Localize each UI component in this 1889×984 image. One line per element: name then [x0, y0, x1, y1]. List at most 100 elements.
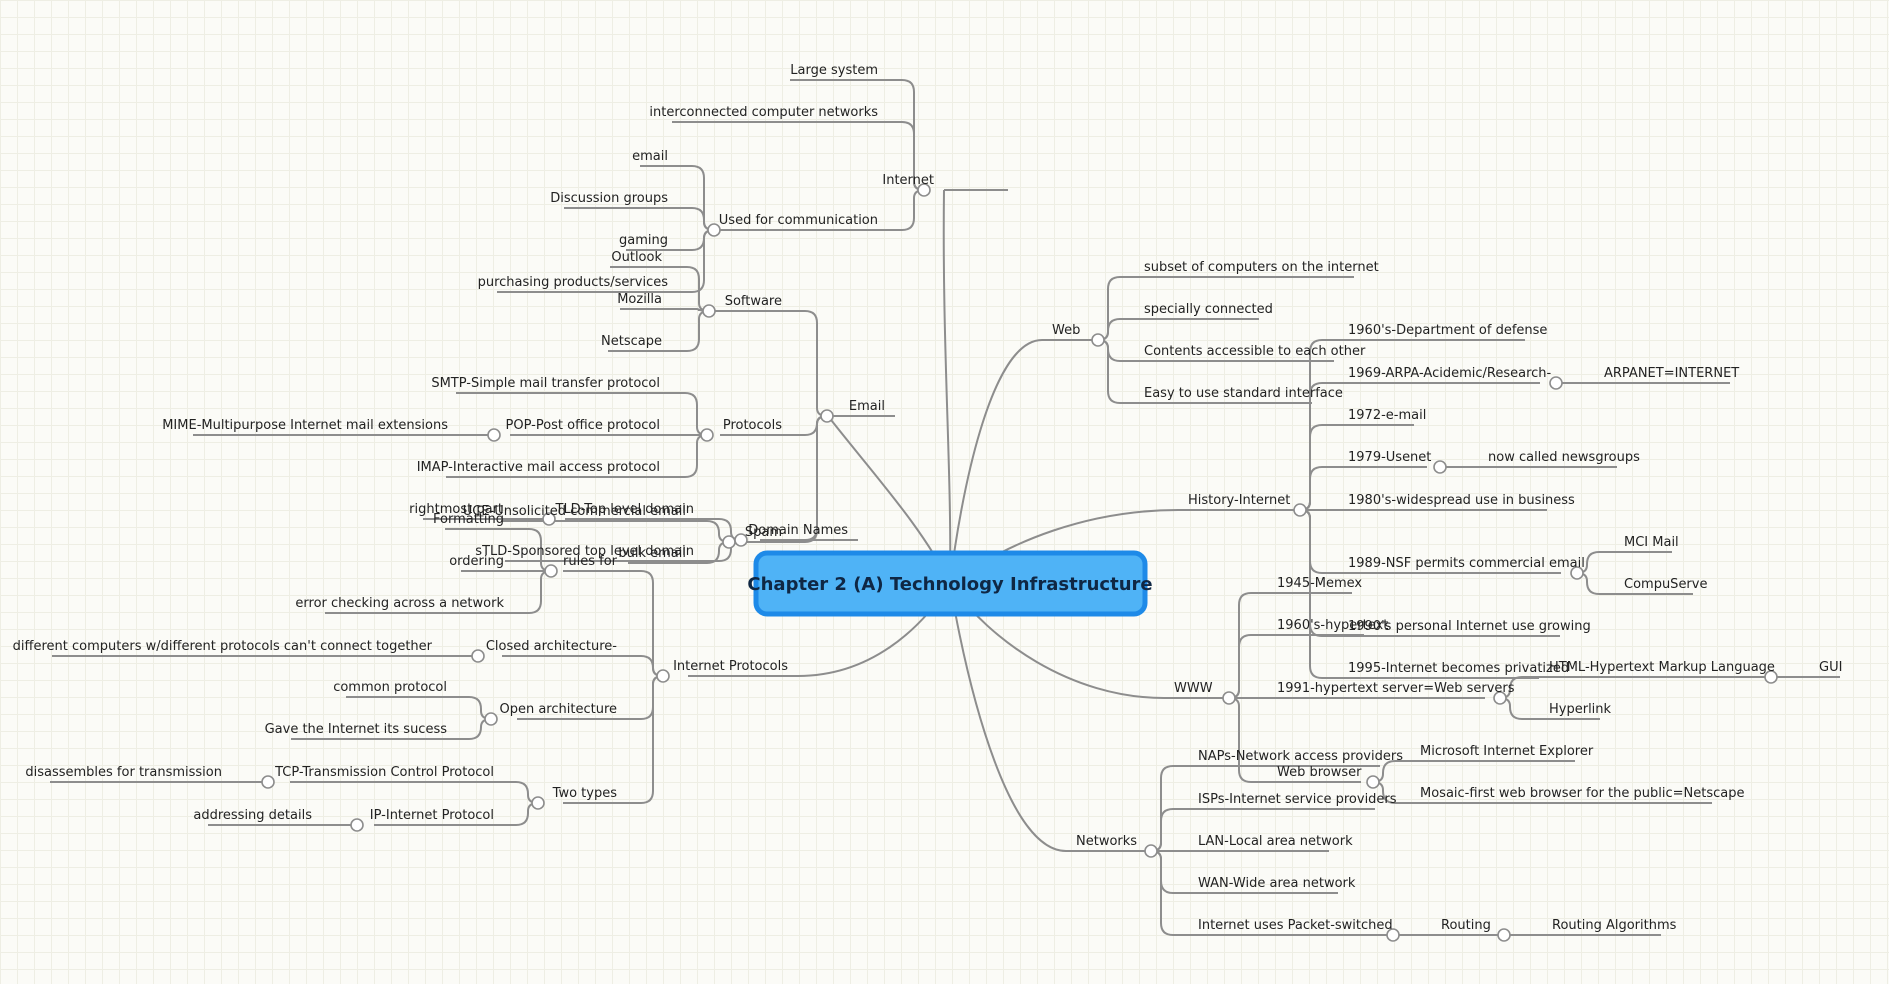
toggle-ip[interactable] [350, 818, 364, 832]
topic-mosaic[interactable]: Mosaic-first web browser for the public=… [1420, 786, 1745, 801]
topic-rightmost_part[interactable]: rightmost part [409, 502, 503, 517]
central-topic[interactable]: Chapter 2 (A) Technology Infrastructure [747, 550, 1153, 617]
topic-common_protocol[interactable]: common protocol [333, 680, 447, 695]
topic-h1969[interactable]: 1969-ARPA-Acidemic/Research- [1348, 366, 1552, 381]
topic-open_arch[interactable]: Open architecture [499, 702, 617, 717]
topic-mci_mail[interactable]: MCI Mail [1624, 535, 1679, 550]
toggle-packet_switched[interactable] [1386, 928, 1400, 942]
topic-www[interactable]: WWW [1174, 681, 1213, 696]
topic-smtp[interactable]: SMTP-Simple mail transfer protocol [431, 376, 660, 391]
topic-arpanet[interactable]: ARPANET=INTERNET [1604, 366, 1739, 381]
topic-mime[interactable]: MIME-Multipurpose Internet mail extensio… [162, 418, 448, 433]
topic-networks[interactable]: Networks [1076, 834, 1137, 849]
topic-error_checking[interactable]: error checking across a network [295, 596, 504, 611]
topic-gui[interactable]: GUI [1819, 660, 1842, 675]
topic-subset[interactable]: subset of computers on the internet [1144, 260, 1379, 275]
topic-different_computers[interactable]: different computers w/different protocol… [13, 639, 433, 654]
toggle-h1979[interactable] [1433, 460, 1447, 474]
topic-compuserve[interactable]: CompuServe [1624, 577, 1707, 592]
topic-large_system[interactable]: Large system [790, 63, 878, 78]
topic-routing[interactable]: Routing [1441, 918, 1491, 933]
topic-gave_success[interactable]: Gave the Internet its sucess [265, 722, 448, 737]
toggle-rules_for[interactable] [544, 564, 558, 578]
toggle-history_internet[interactable] [1293, 503, 1307, 517]
toggle-routing[interactable] [1497, 928, 1511, 942]
topic-specially_connected[interactable]: specially connected [1144, 302, 1273, 317]
topic-ie[interactable]: Microsoft Internet Explorer [1420, 744, 1594, 759]
toggle-email[interactable] [820, 409, 834, 423]
toggle-hypertext1991[interactable] [1493, 691, 1507, 705]
topic-outlook[interactable]: Outlook [611, 250, 662, 265]
topic-domain_names[interactable]: Domain Names [748, 523, 848, 538]
topic-easy_interface[interactable]: Easy to use standard interface [1144, 386, 1343, 401]
topic-html[interactable]: HTML-Hypertext Markup Language [1549, 660, 1775, 675]
topic-discussion_groups[interactable]: Discussion groups [550, 191, 668, 206]
topic-hypertext1991[interactable]: 1991-hypertext server=Web servers [1277, 681, 1515, 696]
toggle-html[interactable] [1764, 670, 1778, 684]
toggle-internet[interactable] [917, 183, 931, 197]
topic-h1980[interactable]: 1980's-widespread use in business [1348, 493, 1575, 508]
topic-h1990[interactable]: 1990's personal Internet use growing [1348, 619, 1591, 634]
topic-memex[interactable]: 1945-Memex [1277, 576, 1362, 591]
toggle-open_arch[interactable] [484, 712, 498, 726]
toggle-networks[interactable] [1144, 844, 1158, 858]
topic-disassembles[interactable]: disassembles for transmission [25, 765, 222, 780]
toggle-tld[interactable] [542, 512, 556, 526]
topic-spam[interactable]: Spam [745, 525, 782, 540]
topic-uce[interactable]: UCE-Unsolicited commercial email [463, 504, 686, 519]
toggle-software[interactable] [702, 304, 716, 318]
toggle-h1969[interactable] [1549, 376, 1563, 390]
topic-routing_algorithms[interactable]: Routing Algorithms [1552, 918, 1677, 933]
topic-h1979[interactable]: 1979-Usenet [1348, 450, 1431, 465]
topic-used_for_comm[interactable]: Used for communication [719, 213, 878, 228]
topic-ordering[interactable]: ordering [449, 554, 504, 569]
topic-email[interactable]: Email [849, 399, 885, 414]
topic-web[interactable]: Web [1052, 323, 1080, 338]
topic-bulk_email[interactable]: bulk email [618, 546, 686, 561]
topic-contents_accessible[interactable]: Contents accessible to each other [1144, 344, 1366, 359]
topic-two_types[interactable]: Two types [552, 786, 618, 801]
topic-hypertext1960[interactable]: 1960's-hypertext [1277, 618, 1388, 633]
topic-newsgroups[interactable]: now called newsgroups [1488, 450, 1640, 465]
toggle-pop[interactable] [487, 428, 501, 442]
topic-lan[interactable]: LAN-Local area network [1198, 834, 1353, 849]
topic-closed_arch[interactable]: Closed architecture- [486, 639, 617, 654]
topic-tld[interactable]: TLD-Top level domain [555, 502, 695, 517]
toggle-h1989[interactable] [1570, 566, 1584, 580]
toggle-web_browser[interactable] [1366, 775, 1380, 789]
topic-mozilla[interactable]: Mozilla [617, 292, 662, 307]
toggle-domain_names[interactable] [734, 533, 748, 547]
topic-web_browser[interactable]: Web browser [1277, 765, 1362, 780]
topic-hyperlink[interactable]: Hyperlink [1549, 702, 1612, 717]
topic-h1995[interactable]: 1995-Internet becomes privatized [1348, 661, 1569, 676]
topic-packet_switched[interactable]: Internet uses Packet-switched [1198, 918, 1393, 933]
topic-addressing[interactable]: addressing details [193, 808, 312, 823]
topic-internet_protocols[interactable]: Internet Protocols [673, 659, 788, 674]
topic-h1972[interactable]: 1972-e-mail [1348, 408, 1426, 423]
topic-imap[interactable]: IMAP-Interactive mail access protocol [417, 460, 660, 475]
topic-isps[interactable]: ISPs-Internet service providers [1198, 792, 1397, 807]
topic-stld[interactable]: sTLD-Sponsored top level domain [475, 544, 694, 559]
toggle-tcp[interactable] [261, 775, 275, 789]
topic-ip[interactable]: IP-Internet Protocol [370, 808, 494, 823]
toggle-spam[interactable] [722, 535, 736, 549]
topic-purchasing[interactable]: purchasing products/services [478, 275, 669, 290]
toggle-two_types[interactable] [531, 796, 545, 810]
toggle-closed_arch[interactable] [471, 649, 485, 663]
topic-email_leaf[interactable]: email [632, 149, 668, 164]
toggle-internet_protocols[interactable] [656, 669, 670, 683]
topic-naps[interactable]: NAPs-Network access providers [1198, 749, 1403, 764]
toggle-web[interactable] [1091, 333, 1105, 347]
topic-protocols[interactable]: Protocols [723, 418, 782, 433]
topic-internet[interactable]: Internet [882, 173, 934, 188]
topic-wan[interactable]: WAN-Wide area network [1198, 876, 1356, 891]
topic-rules_for[interactable]: rules for [563, 554, 618, 569]
topic-software[interactable]: Software [725, 294, 782, 309]
topic-h1989[interactable]: 1989-NSF permits commercial email [1348, 556, 1585, 571]
topic-netscape[interactable]: Netscape [601, 334, 662, 349]
topic-gaming[interactable]: gaming [619, 233, 668, 248]
topic-tcp[interactable]: TCP-Transmission Control Protocol [274, 765, 494, 780]
toggle-protocols[interactable] [700, 428, 714, 442]
toggle-used_for_comm[interactable] [707, 223, 721, 237]
topic-interconnected[interactable]: interconnected computer networks [649, 105, 878, 120]
